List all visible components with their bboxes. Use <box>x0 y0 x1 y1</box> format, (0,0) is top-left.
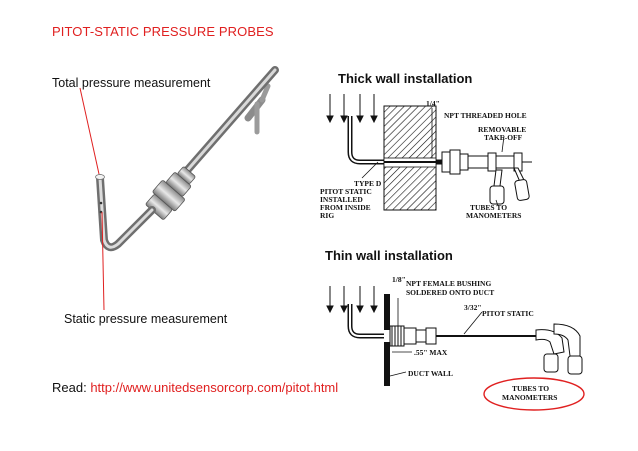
thick-type-d-label: TYPE D <box>354 179 382 188</box>
total-pressure-pointer <box>79 87 100 175</box>
thin-max-label: .55" MAX <box>414 348 448 357</box>
thin-bushing-label: NPT FEMALE BUSHING <box>406 279 491 288</box>
thick-pitot-static-label: PITOT STATIC <box>320 187 372 196</box>
thick-manometers-label: MANOMETERS <box>466 211 521 220</box>
static-pressure-label: Static pressure measurement <box>64 312 228 326</box>
page-title: PITOT-STATIC PRESSURE PROBES <box>52 24 274 39</box>
thin-duct-wall-label: DUCT WALL <box>408 369 453 378</box>
probe-bend <box>95 174 156 252</box>
thick-from-inside-label: FROM INSIDE <box>320 203 371 212</box>
total-pressure-label: Total pressure measurement <box>52 76 211 90</box>
thick-rig-label: RIG <box>320 211 334 220</box>
thick-wall-heading: Thick wall installation <box>338 71 473 86</box>
thin-flow-arrows <box>326 286 378 314</box>
thick-installed-label: INSTALLED <box>320 195 363 204</box>
thick-fitting <box>441 149 532 175</box>
branch-tube <box>244 83 271 135</box>
read-line: Read: http://www.unitedsensorcorp.com/pi… <box>52 380 338 395</box>
thick-flow-arrows <box>326 94 378 124</box>
thick-manometer-tubes <box>489 167 530 205</box>
static-pressure-pointer <box>101 211 105 311</box>
thick-wall-diagram: 1/4" NPT THREADED HOLE REMOVABLE TAKE-OF… <box>320 94 532 220</box>
thin-npt-fraction: 1/8" <box>392 275 406 284</box>
thin-tubes-label: TUBES TO <box>512 384 549 393</box>
thin-manometer-tubes <box>535 323 583 375</box>
thin-pitot-fraction: 3/32" <box>464 303 482 312</box>
thick-removable-label: REMOVABLE <box>478 125 526 134</box>
compression-fitting <box>145 166 196 220</box>
thin-wall-heading: Thin wall installation <box>325 248 453 263</box>
thin-manometers-label: MANOMETERS <box>502 393 557 402</box>
thin-wall-diagram: 1/8" NPT FEMALE BUSHING SOLDERED ONTO DU… <box>326 275 585 411</box>
thin-soldered-label: SOLDERED ONTO DUCT <box>406 288 494 297</box>
thick-npt-fraction: 1/4" <box>426 99 440 108</box>
thick-npt-hole-label: NPT THREADED HOLE <box>444 111 527 120</box>
thick-tubes-label: TUBES TO <box>470 203 507 212</box>
thin-bushing <box>389 325 437 347</box>
read-prefix: Read: <box>52 380 91 395</box>
tubes-highlight-circle <box>483 377 585 411</box>
thick-takeoff-label: TAKE-OFF <box>484 133 523 142</box>
thin-pitot-static-label: PITOT STATIC <box>482 309 534 318</box>
reference-link[interactable]: http://www.unitedsensorcorp.com/pitot.ht… <box>90 380 339 395</box>
